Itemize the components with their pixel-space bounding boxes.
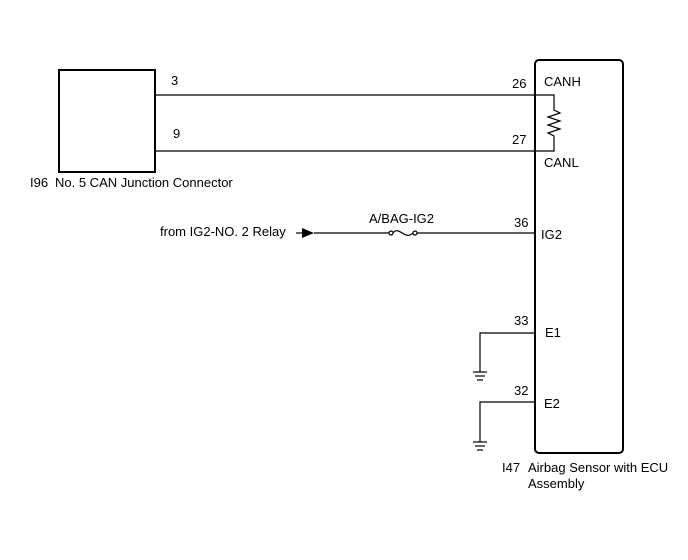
ecu-signal-canl: CANL — [544, 155, 579, 170]
ground-icon — [473, 371, 487, 381]
ecu-signal-ig2: IG2 — [541, 227, 562, 242]
ecu-signal-e1: E1 — [545, 325, 561, 340]
junction-connector-name: No. 5 CAN Junction Connector — [55, 175, 233, 190]
ecu-signal-e2: E2 — [544, 396, 560, 411]
junction-connector-code: I96 — [30, 175, 48, 190]
ecu-pin-number-e1: 33 — [514, 313, 528, 328]
junction-connector-box — [58, 69, 156, 173]
ecu-code: I47 — [502, 460, 520, 475]
ecu-pin-number-canh: 26 — [512, 76, 526, 91]
e1-wire — [479, 332, 535, 372]
ecu-name-line1: Airbag Sensor with ECU — [528, 460, 668, 475]
arrow-right-icon — [302, 228, 314, 238]
resistor-icon — [535, 94, 562, 152]
ground-icon — [473, 441, 487, 451]
ecu-box — [534, 59, 624, 454]
ecu-pin-number-canl: 27 — [512, 132, 526, 147]
junction-pin-canh: 3 — [171, 73, 178, 88]
ecu-signal-canh: CANH — [544, 74, 581, 89]
e2-wire — [479, 401, 535, 442]
fuse-icon — [388, 230, 418, 236]
power-source-label: from IG2-NO. 2 Relay — [160, 224, 286, 239]
junction-pin-canl: 9 — [173, 126, 180, 141]
ecu-name-line2: Assembly — [528, 476, 585, 491]
ecu-pin-number-ig2: 36 — [514, 215, 528, 230]
ecu-pin-number-e2: 32 — [514, 383, 528, 398]
fuse-label: A/BAG-IG2 — [369, 211, 434, 226]
